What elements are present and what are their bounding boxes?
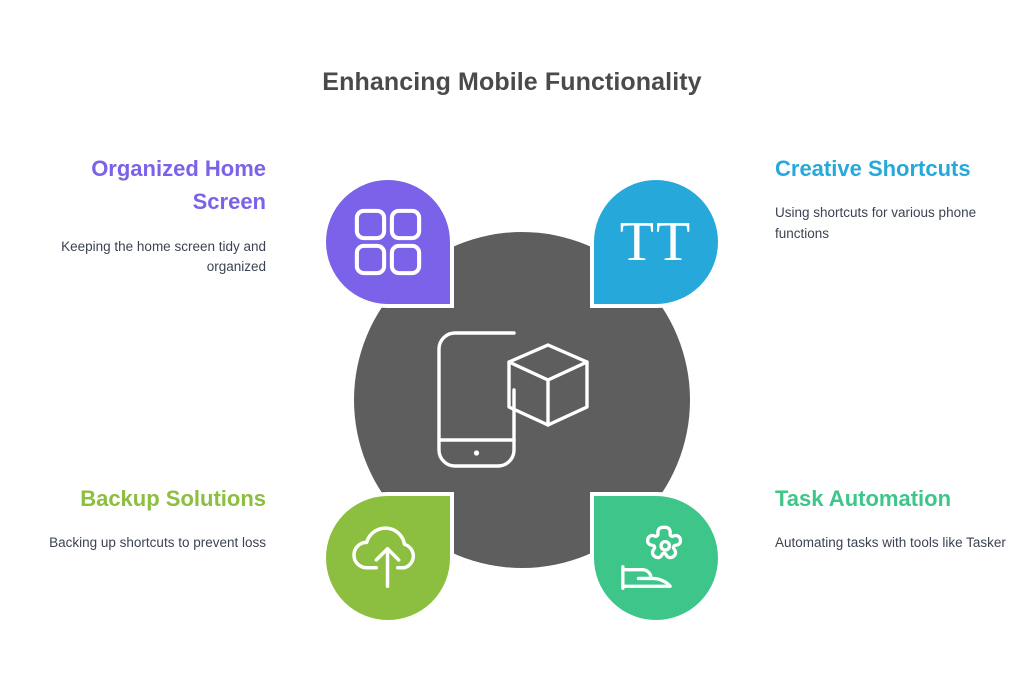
quadrant-body-creative-shortcuts: Using shortcuts for various phone functi… bbox=[775, 205, 977, 241]
gear-and-shoe-automation-icon bbox=[617, 520, 695, 596]
quadrant-text-creative-shortcuts: Creative Shortcuts Using shortcuts for v… bbox=[775, 152, 1021, 244]
petal-creative-shortcuts[interactable]: TT bbox=[590, 176, 722, 308]
petal-organized-home-screen[interactable] bbox=[322, 176, 454, 308]
smartphone-with-3d-cube-icon bbox=[430, 324, 614, 476]
quadrant-body-backup-solutions: Backing up shortcuts to prevent loss bbox=[49, 535, 266, 551]
quadrant-text-organized-home-screen: Organized Home Screen Keeping the home s… bbox=[20, 152, 266, 277]
quadrant-body-organized-home-screen: Keeping the home screen tidy and organiz… bbox=[61, 238, 266, 275]
quadrant-heading-task-automation: Task Automation bbox=[775, 486, 952, 511]
quadrant-body-task-automation: Automating tasks with tools like Tasker bbox=[775, 535, 1006, 551]
page-title: Enhancing Mobile Functionality bbox=[322, 68, 702, 96]
petal-task-automation[interactable] bbox=[590, 492, 722, 624]
petal-backup-solutions[interactable] bbox=[322, 492, 454, 624]
central-diagram: TT bbox=[322, 176, 722, 624]
quadrant-text-backup-solutions: Backup Solutions Backing up shortcuts to… bbox=[20, 482, 266, 554]
quadrant-text-task-automation: Task Automation Automating tasks with to… bbox=[775, 482, 1021, 554]
quadrant-heading-organized-home-screen: Organized Home Screen bbox=[91, 156, 266, 215]
quadrant-heading-creative-shortcuts: Creative Shortcuts bbox=[775, 156, 971, 181]
text-size-tt-icon: TT bbox=[619, 211, 693, 273]
cloud-upload-icon bbox=[349, 522, 427, 594]
grid-four-squares-icon bbox=[353, 207, 423, 277]
quadrant-heading-backup-solutions: Backup Solutions bbox=[80, 486, 266, 511]
